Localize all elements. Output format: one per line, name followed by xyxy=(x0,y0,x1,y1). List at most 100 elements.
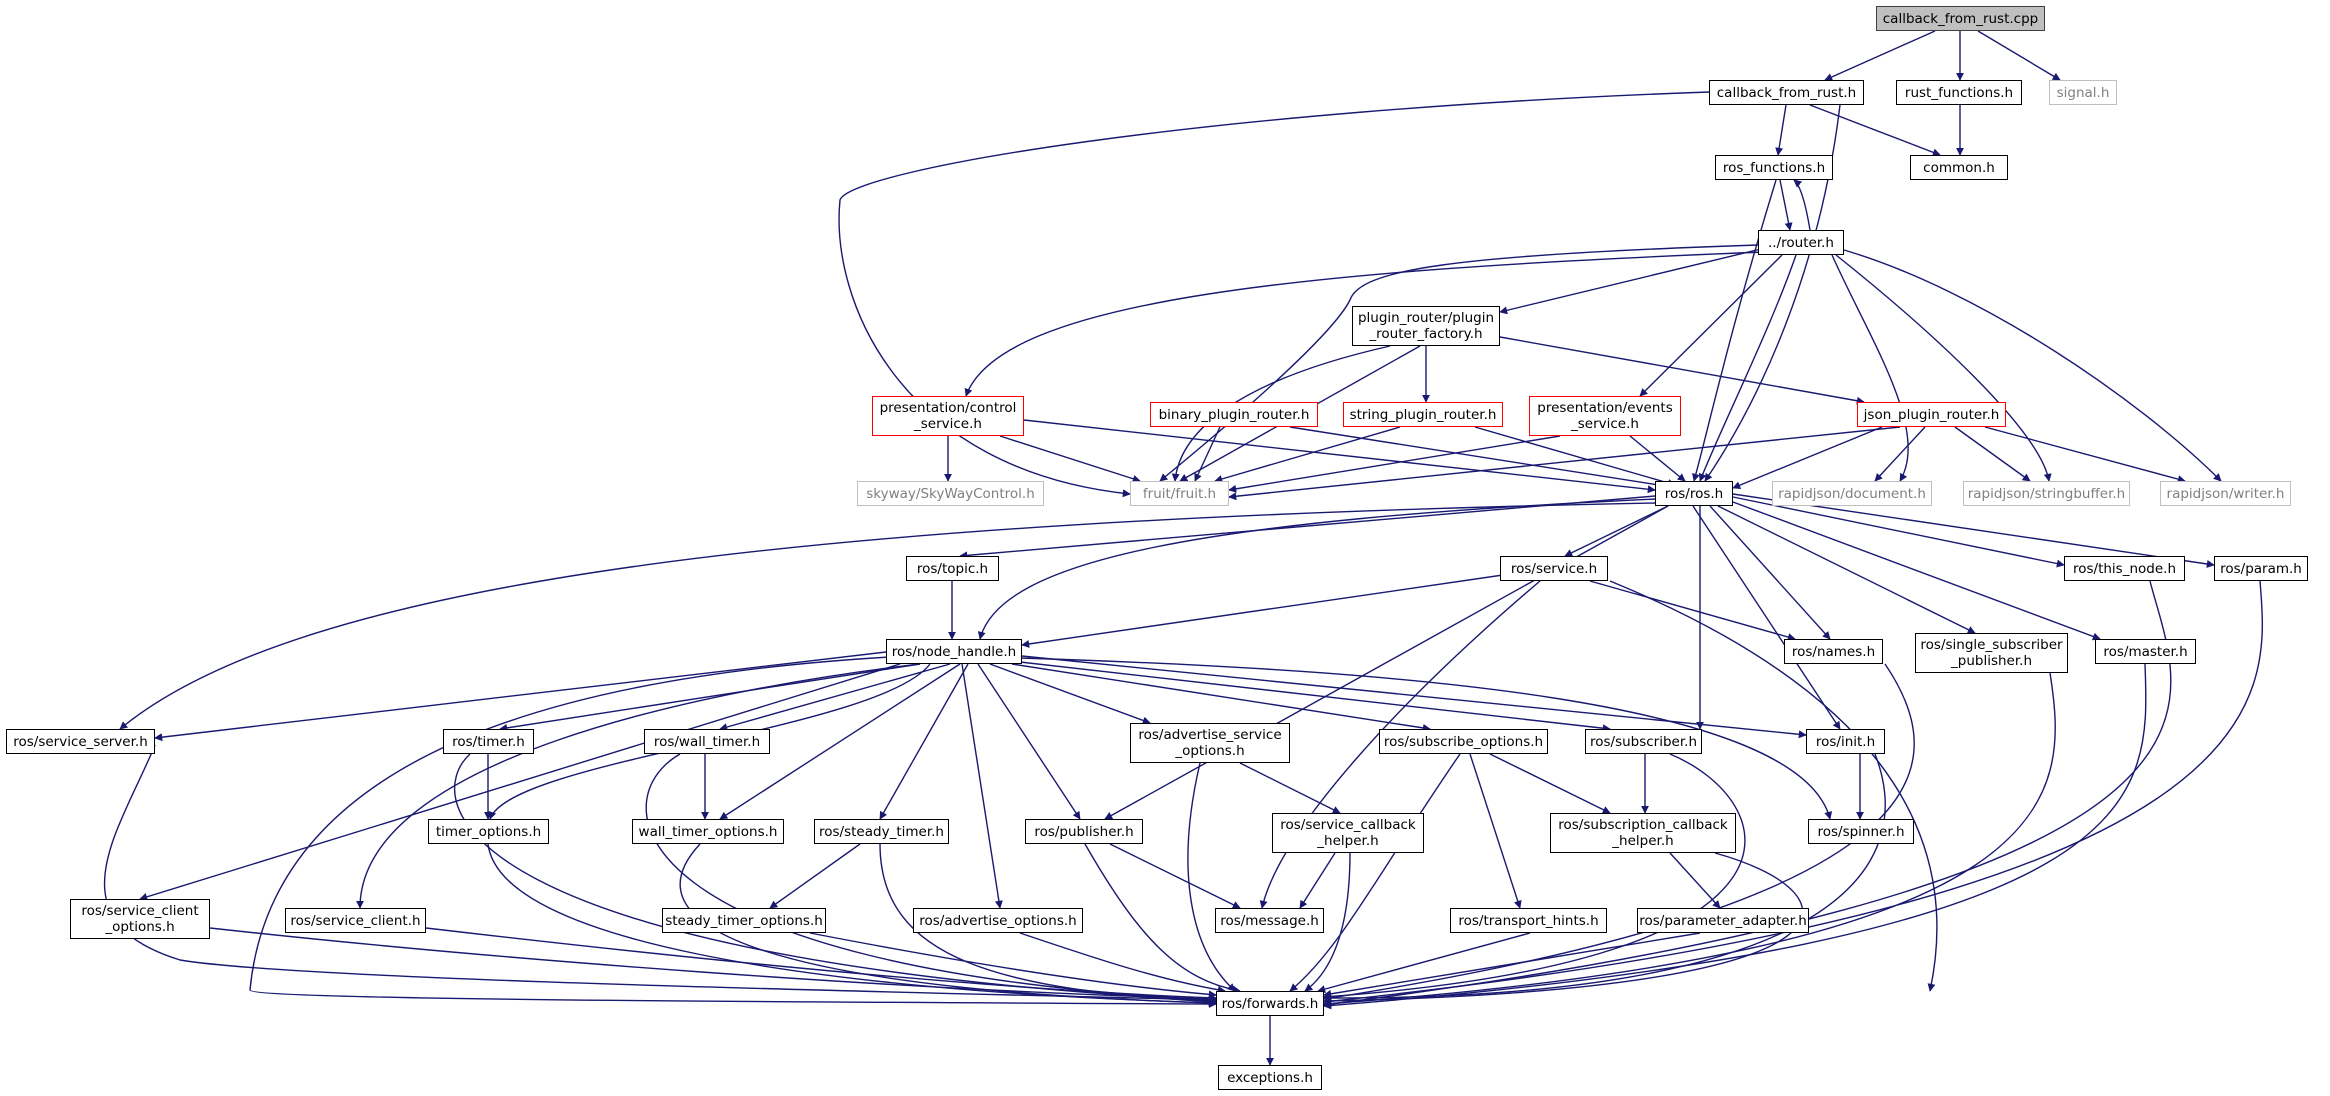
dependency-edge xyxy=(1824,30,1936,81)
node-rust-functions-h[interactable]: rust_functions.h xyxy=(1896,80,2022,105)
node-presentation-events-service-h[interactable]: presentation/events _service.h xyxy=(1529,396,1681,436)
dependency-edge xyxy=(1323,753,1746,1001)
node-ros-parameter-adapter-h[interactable]: ros/parameter_adapter.h xyxy=(1637,908,1809,933)
dependency-edge xyxy=(1629,435,1686,482)
dependency-edge xyxy=(1489,753,1611,814)
node-wall-timer-options-h[interactable]: wall_timer_options.h xyxy=(632,819,784,844)
node-ros-forwards-h[interactable]: ros/forwards.h xyxy=(1216,991,1324,1016)
node-ros-wall-timer-h[interactable]: ros/wall_timer.h xyxy=(644,729,770,754)
dependency-edge xyxy=(1323,580,2264,1006)
node-presentation-control-service-h[interactable]: presentation/control _service.h xyxy=(872,396,1024,436)
dependency-edge xyxy=(1323,672,2056,1008)
dependency-edge xyxy=(1323,753,1886,1003)
dependency-edge xyxy=(1289,753,1461,992)
dependency-edge xyxy=(809,932,1217,999)
dependency-edge xyxy=(1564,505,1669,557)
node-ros-single-subscriber-publisher-h[interactable]: ros/single_subscriber _publisher.h xyxy=(1915,633,2068,673)
node-fruit-h[interactable]: fruit/fruit.h xyxy=(1130,481,1229,506)
dependency-edge xyxy=(1692,505,1841,730)
node-ros-message-h[interactable]: ros/message.h xyxy=(1215,908,1324,933)
dependency-edge xyxy=(769,843,861,909)
node-ros-ros-h[interactable]: ros/ros.h xyxy=(1655,481,1733,506)
dependency-edge xyxy=(1732,496,2065,568)
dependency-edge xyxy=(1104,505,1669,820)
dependency-edge xyxy=(977,663,1081,820)
node-ros-subscription-callback-helper-h[interactable]: ros/subscription_callback _helper.h xyxy=(1550,813,1736,853)
node-rapidjson-writer-h[interactable]: rapidjson/writer.h xyxy=(2160,481,2291,506)
dependency-edge xyxy=(1732,501,2101,641)
dependency-edge xyxy=(1469,753,1522,909)
dependency-edge xyxy=(1843,249,2222,482)
node-plugin-router-factory-h[interactable]: plugin_router/plugin _router_factory.h xyxy=(1352,306,1500,346)
node-json-plugin-router-h[interactable]: json_plugin_router.h xyxy=(1857,402,2006,427)
node-steady-timer-options-h[interactable]: steady_timer_options.h xyxy=(662,908,826,933)
node-router-h[interactable]: ../router.h xyxy=(1758,230,1844,255)
dependency-edge xyxy=(645,753,1217,1004)
dependency-edge xyxy=(1499,336,1865,405)
dependency-edge xyxy=(1669,852,1721,909)
node-common-h[interactable]: common.h xyxy=(1910,155,2008,180)
node-skyway-control-h[interactable]: skyway/SkyWayControl.h xyxy=(857,481,1044,506)
dependency-edge xyxy=(1228,435,1561,493)
dependency-edge xyxy=(1639,254,1783,397)
node-ros-this-node-h[interactable]: ros/this_node.h xyxy=(2064,556,2185,581)
dependency-edge xyxy=(1259,580,1541,909)
node-ros-topic-h[interactable]: ros/topic.h xyxy=(906,556,999,581)
node-ros-publisher-h[interactable]: ros/publisher.h xyxy=(1025,819,1143,844)
node-ros-service-callback-helper-h[interactable]: ros/service_callback _helper.h xyxy=(1272,813,1424,853)
node-rapidjson-document-h[interactable]: rapidjson/document.h xyxy=(1772,481,1932,506)
node-ros-spinner-h[interactable]: ros/spinner.h xyxy=(1808,819,1914,844)
dependency-edge xyxy=(679,843,1217,1007)
node-ros-master-h[interactable]: ros/master.h xyxy=(2095,639,2196,664)
node-callback-from-rust-h[interactable]: callback_from_rust.h xyxy=(1709,80,1864,105)
dependency-edge xyxy=(1323,580,2172,1009)
node-ros-subscribe-options-h[interactable]: ros/subscribe_options.h xyxy=(1379,729,1548,754)
node-ros-service-client-h[interactable]: ros/service_client.h xyxy=(285,908,426,933)
dependency-edge xyxy=(1709,505,1831,640)
node-ros-timer-h[interactable]: ros/timer.h xyxy=(443,729,534,754)
node-rapidjson-stringbuffer-h[interactable]: rapidjson/stringbuffer.h xyxy=(1963,481,2130,506)
dependency-edge xyxy=(1984,426,2186,483)
node-ros-transport-hints-h[interactable]: ros/transport_hints.h xyxy=(1450,908,1607,933)
node-ros-subscriber-h[interactable]: ros/subscriber.h xyxy=(1585,729,1702,754)
node-ros-names-h[interactable]: ros/names.h xyxy=(1784,639,1883,664)
node-ros-advertise-options-h[interactable]: ros/advertise_options.h xyxy=(913,908,1083,933)
node-exceptions-h[interactable]: exceptions.h xyxy=(1218,1065,1322,1090)
node-ros-param-h[interactable]: ros/param.h xyxy=(2214,556,2308,581)
dependency-edge xyxy=(977,498,1656,640)
node-ros-steady-timer-h[interactable]: ros/steady_timer.h xyxy=(814,819,949,844)
dependency-edge xyxy=(1874,426,1926,482)
dependency-edges xyxy=(103,30,2264,1066)
node-ros-service-h[interactable]: ros/service.h xyxy=(1500,556,1608,581)
node-ros-node-handle-h[interactable]: ros/node_handle.h xyxy=(886,639,1022,664)
dependency-edge xyxy=(249,656,1217,1008)
dependency-edge xyxy=(964,251,1765,397)
dependency-edge xyxy=(1775,104,1787,156)
node-binary-plugin-router-h[interactable]: binary_plugin_router.h xyxy=(1150,402,1318,427)
node-ros-advertise-service-options-h[interactable]: ros/advertise_service _options.h xyxy=(1130,723,1290,763)
node-signal-h[interactable]: signal.h xyxy=(2049,80,2117,105)
dependency-edge xyxy=(1019,661,1611,733)
dependency-edge xyxy=(719,663,951,731)
dependency-edge xyxy=(1109,843,1241,909)
dependency-edge xyxy=(1954,426,2031,482)
node-ros-service-client-options-h[interactable]: ros/service_client _options.h xyxy=(70,899,210,939)
dependency-edge xyxy=(1609,580,1938,992)
dependency-edge xyxy=(154,651,887,742)
dependency-edge xyxy=(1323,663,2147,1010)
node-string-plugin-router-h[interactable]: string_plugin_router.h xyxy=(1343,402,1503,427)
node-ros-init-h[interactable]: ros/init.h xyxy=(1806,729,1885,754)
node-ros-functions-h[interactable]: ros_functions.h xyxy=(1715,155,1833,180)
dependency-edge xyxy=(1084,843,1241,994)
node-timer-options-h[interactable]: timer_options.h xyxy=(428,819,549,844)
dependency-edge xyxy=(119,502,1656,730)
dependency-edge xyxy=(1698,254,1797,482)
node-ros-service-server-h[interactable]: ros/service_server.h xyxy=(6,729,155,754)
node-callback-from-rust-cpp[interactable]: callback_from_rust.cpp xyxy=(1876,6,2045,31)
dependency-edge xyxy=(1214,426,1401,483)
dependency-edge xyxy=(1299,852,1336,909)
dependency-edge xyxy=(961,663,1003,909)
dependency-edge xyxy=(1499,247,1766,315)
dependency-edge xyxy=(1717,505,1976,634)
